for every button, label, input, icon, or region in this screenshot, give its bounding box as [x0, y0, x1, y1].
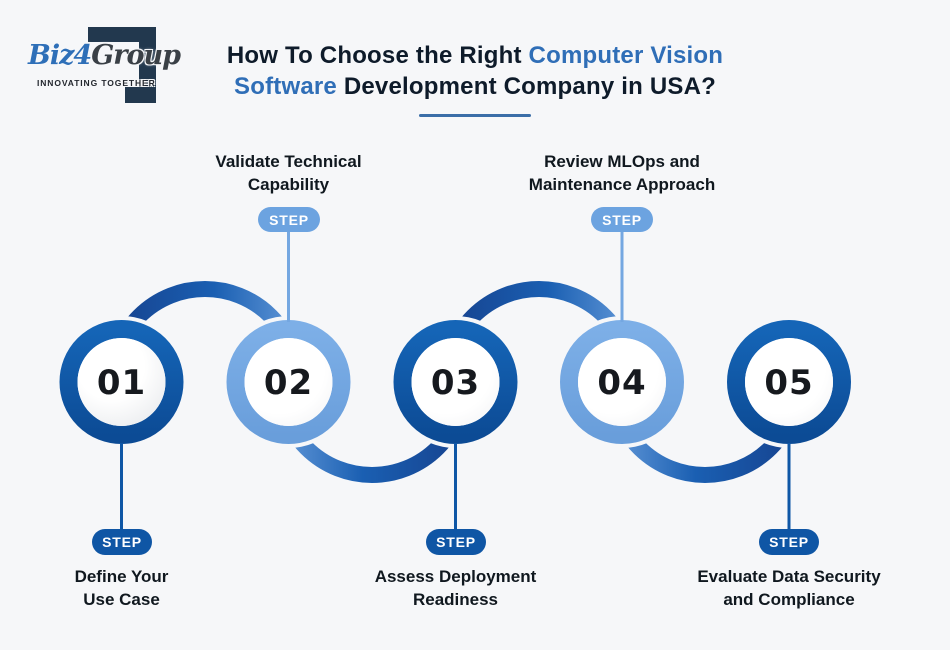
logo-word-group: Group: [91, 40, 181, 71]
step-2-label: Validate Technical Capability: [215, 152, 362, 194]
title-text-dark: Development Company in USA?: [336, 73, 716, 100]
step-circle-01: 01: [55, 316, 188, 448]
logo-bracket-shape: [125, 87, 156, 103]
title-text-highlight: Software: [234, 73, 337, 100]
logo-wordmark: Biz4Group: [28, 40, 188, 71]
step-number-02: 02: [264, 363, 313, 403]
title-text-dark: How To Choose the Right: [226, 42, 529, 69]
title-line-1: How To Choose the Right Computer Vision: [175, 40, 775, 71]
step-number-05: 05: [764, 363, 813, 403]
title-underline: [419, 114, 531, 117]
step-3-label: Assess Deployment Readiness: [374, 567, 537, 609]
step-circle-02: 02: [222, 316, 355, 448]
step-3-badge: STEP: [426, 529, 486, 555]
step-2-badge: STEP: [258, 207, 320, 232]
biz4group-logo: Biz4Group INNOVATING TOGETHER: [28, 18, 188, 108]
step-4-label: Review MLOps and Maintenance Approach: [528, 152, 716, 194]
step-circle-05: 05: [723, 316, 855, 448]
step-5-label: Evaluate Data Security and Compliance: [697, 567, 881, 609]
step-number-04: 04: [597, 363, 646, 403]
logo-bracket-shape: [139, 27, 156, 103]
step-circle-04: 04: [556, 316, 688, 448]
title-line-2: Software Development Company in USA?: [175, 71, 775, 102]
step-5-badge: STEP: [759, 529, 819, 555]
step-circle-03: 03: [389, 316, 522, 448]
page-title: How To Choose the Right Computer Vision …: [175, 40, 775, 102]
step-number-03: 03: [431, 363, 480, 403]
logo-word-4: 4: [73, 40, 92, 71]
logo-tagline: INNOVATING TOGETHER: [37, 78, 156, 88]
logo-word-biz: Biz: [28, 40, 74, 71]
step-4-badge: STEP: [591, 207, 653, 232]
title-text-highlight: Computer Vision: [528, 42, 724, 69]
step-1-badge: STEP: [92, 529, 152, 555]
logo-bracket-shape: [88, 27, 152, 42]
step-number-01: 01: [97, 363, 146, 403]
step-1-label: Define Your Use Case: [74, 567, 169, 609]
